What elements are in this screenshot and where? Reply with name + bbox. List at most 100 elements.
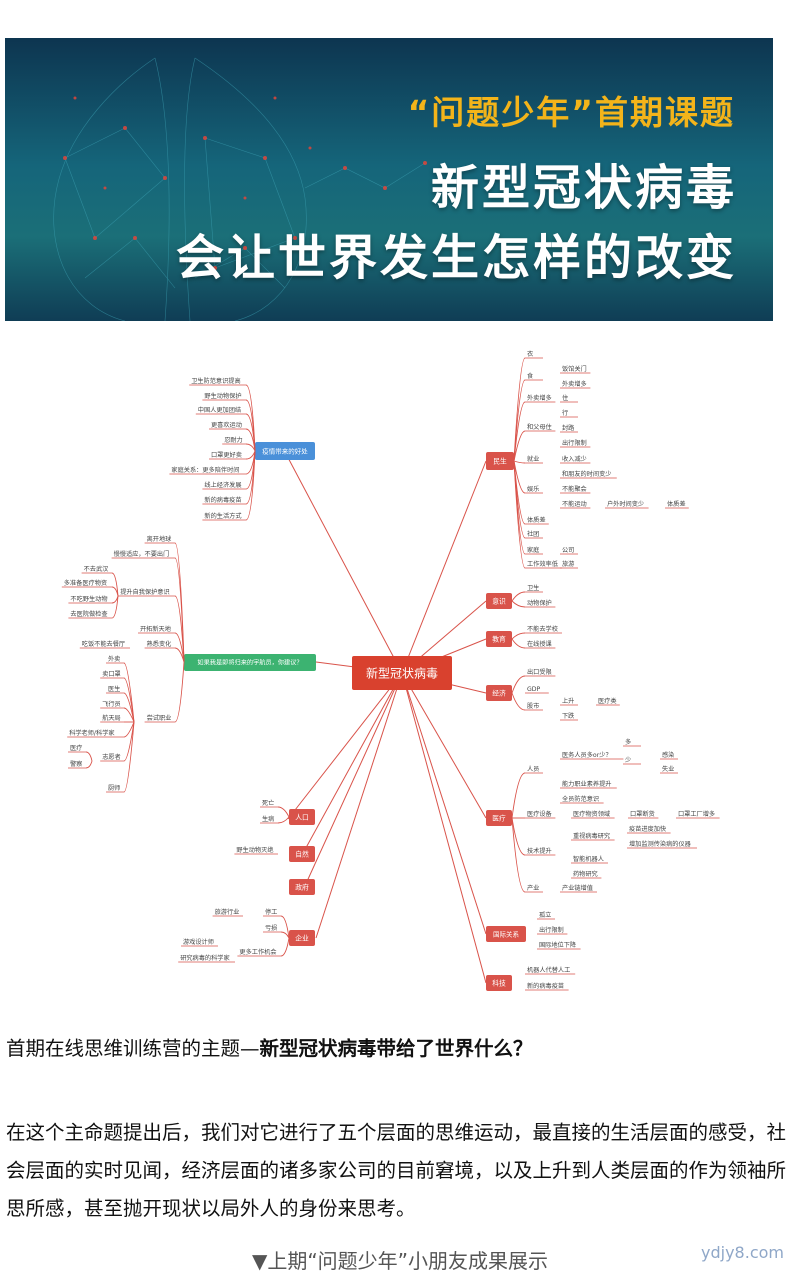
nature-item: 野生动物灭绝 xyxy=(236,846,273,854)
astro-item: 离开地球 xyxy=(147,535,173,543)
center-spoke xyxy=(287,672,403,820)
medical-sub-item: 药物研究 xyxy=(573,870,598,878)
branch-livelihood-box xyxy=(486,452,514,470)
branch-education-label: 教育 xyxy=(492,634,506,643)
astro-job-item: 志愿者 xyxy=(102,753,121,761)
medical-sub-item: 医疗物资领域 xyxy=(573,810,610,818)
livelihood-sub-item: 户外时间变少 xyxy=(607,500,644,508)
livelihood-sub-item: 和朋友的时间变少 xyxy=(562,470,612,478)
economy-item: 出口受限 xyxy=(527,668,552,676)
economy-item: 上升 xyxy=(562,697,574,705)
branch-nature: 自然 xyxy=(289,846,315,862)
medical-sub-item: 能力职业素养提升 xyxy=(562,780,612,788)
medical-item: 人员 xyxy=(527,766,539,773)
benefit-item: 忍耐力 xyxy=(224,436,243,444)
branch-government-label: 政府 xyxy=(295,882,309,891)
center-topic-label: 新型冠状病毒 xyxy=(366,665,438,680)
branch-government-box xyxy=(289,879,315,895)
population-item: 死亡 xyxy=(262,799,274,807)
medical-item: 产业 xyxy=(527,884,539,892)
medical-sub-item: 重视病毒研究 xyxy=(573,832,610,840)
astro-sub-item: 不去武汉 xyxy=(84,565,109,573)
awareness-item: 动物保护 xyxy=(527,599,552,607)
connector-line xyxy=(85,751,93,762)
branch-astronaut-box xyxy=(184,654,316,671)
lung-network-graphic xyxy=(53,57,427,321)
connector-line xyxy=(511,638,526,649)
branch-enterprise-box xyxy=(289,930,315,946)
intro-topic: 新型冠状病毒带给了世界什么？ xyxy=(259,1037,533,1060)
astro-sub-item: 警察 xyxy=(70,760,82,768)
banner-title-line1: 新型冠状病毒 xyxy=(430,160,737,216)
branch-population-box xyxy=(289,809,315,825)
branch-technology-label: 科技 xyxy=(492,978,506,987)
enterprise-item: 游戏设计师 xyxy=(183,938,214,946)
medical-sub-item: 多 xyxy=(625,738,631,746)
livelihood-sub-item: 公司 xyxy=(562,547,574,554)
branch-enterprise: 企业 xyxy=(289,930,315,946)
medical-sub-item: 失业 xyxy=(662,765,674,773)
livelihood-sub-item: 不能聚会 xyxy=(562,485,587,493)
center-spoke xyxy=(401,672,487,819)
connector-line xyxy=(111,586,119,597)
branch-nature-label: 自然 xyxy=(295,849,309,858)
branch-technology: 科技 xyxy=(486,975,512,991)
technology-item: 新的病毒疫苗 xyxy=(527,982,564,990)
center-spoke xyxy=(315,672,403,939)
connector-line xyxy=(277,806,290,818)
branch-benefits-box xyxy=(255,442,315,460)
banner-title-line2: 会让世界发生怎样的改变 xyxy=(175,230,737,286)
connector-line xyxy=(174,595,185,663)
connector-line xyxy=(513,379,526,462)
branch-population-label: 人口 xyxy=(295,813,309,821)
center-topic: 新型冠状病毒 xyxy=(352,656,452,690)
connector-line xyxy=(174,557,185,663)
branch-economy-box xyxy=(486,685,512,701)
benefit-item: 线上经济发展 xyxy=(204,481,241,489)
branch-awareness-box xyxy=(486,593,512,609)
branch-education: 教育 xyxy=(486,631,512,647)
livelihood-item: 外卖增多 xyxy=(527,394,552,402)
connector-line xyxy=(513,460,526,569)
livelihood-sub-item: 出行限制 xyxy=(562,439,587,447)
astro-job-item: 飞行员 xyxy=(102,700,121,708)
connector-line xyxy=(511,591,526,602)
astro-item: 熟悉变化 xyxy=(147,640,172,648)
astro-sub-item: 不吃野生动物 xyxy=(70,595,107,603)
population-item: 生病 xyxy=(262,815,274,823)
livelihood-sub-item: 行 xyxy=(562,409,568,417)
connector-line xyxy=(513,430,526,462)
astro-item: 提升自我保护意识 xyxy=(120,588,170,596)
livelihood-item: 娱乐 xyxy=(527,485,539,493)
livelihood-sub-item: 外卖增多 xyxy=(562,380,587,388)
connector-line xyxy=(174,632,185,663)
livelihood-item: 社团 xyxy=(527,530,539,538)
benefit-item: 新的病毒疫苗 xyxy=(204,496,241,504)
branch-livelihood-label: 民生 xyxy=(493,456,507,465)
medical-sub-item: 产业链增值 xyxy=(562,884,593,892)
connector-line xyxy=(85,760,93,769)
branch-awareness-label: 意识 xyxy=(492,596,506,605)
international-item: 孤立 xyxy=(539,911,551,919)
center-spoke xyxy=(401,460,487,674)
medical-sub-item: 增加监测传染病的仪器 xyxy=(629,840,692,848)
international-item: 出行限制 xyxy=(539,926,564,934)
connector-line xyxy=(245,450,256,521)
livelihood-item: 体质差 xyxy=(527,516,546,524)
livelihood-item: 就业 xyxy=(527,455,539,463)
astro-job-item: 外卖 xyxy=(108,655,120,663)
astro-job-item: 航天局 xyxy=(102,714,121,722)
branch-awareness: 意识 xyxy=(486,593,512,609)
center-spoke xyxy=(401,672,487,984)
education-item: 在线授课 xyxy=(527,640,553,648)
benefit-item: 更喜欢运动 xyxy=(211,421,242,429)
enterprise-item: 亏损 xyxy=(265,924,277,932)
connector-line xyxy=(280,931,290,939)
medical-sub-item: 少 xyxy=(625,757,631,764)
connector-line xyxy=(111,595,119,619)
branch-enterprise-label: 企业 xyxy=(295,933,309,942)
astro-sub-item: 吃饭不能去餐厅 xyxy=(82,640,125,648)
economy-item: 下跌 xyxy=(562,712,574,720)
medical-sub-item: 全员防范意识 xyxy=(562,795,599,803)
branch-medical-label: 医疗 xyxy=(492,813,506,822)
